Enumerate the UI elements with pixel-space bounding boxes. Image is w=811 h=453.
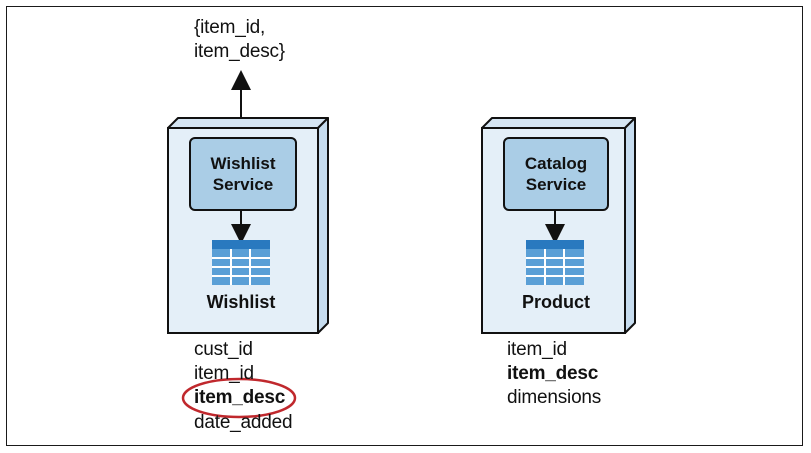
catalog-service-label: Catalog Service [504, 153, 608, 195]
wishlist-field-item-desc: item_desc [194, 387, 286, 408]
product-field-dimensions: dimensions [507, 387, 602, 408]
catalog-service-line2: Service [525, 175, 587, 194]
diagram-frame [6, 6, 803, 446]
wishlist-service-line1: Wishlist [210, 154, 276, 173]
wishlist-table-label: Wishlist [206, 292, 276, 312]
wishlist-service-box [189, 137, 297, 211]
product-table-icon [526, 240, 584, 285]
return-fields-line1: {item_id, [194, 17, 266, 38]
product-field-item-id: item_id [507, 339, 567, 360]
wishlist-service-line2: Service [212, 175, 274, 194]
item-desc-highlight-ellipse [181, 377, 297, 419]
product-table-label: Product [521, 292, 590, 312]
catalog-service-line1: Catalog [524, 154, 588, 173]
wishlist-service-label: Wishlist Service [190, 153, 296, 195]
product-field-item-desc: item_desc [507, 363, 599, 384]
wishlist-field-cust-id: cust_id [194, 339, 253, 360]
return-fields-line2: item_desc} [194, 41, 285, 62]
wishlist-table-icon [212, 240, 270, 285]
wishlist-field-item-id: item_id [194, 363, 254, 384]
wishlist-field-date-added: date_added [194, 412, 293, 433]
